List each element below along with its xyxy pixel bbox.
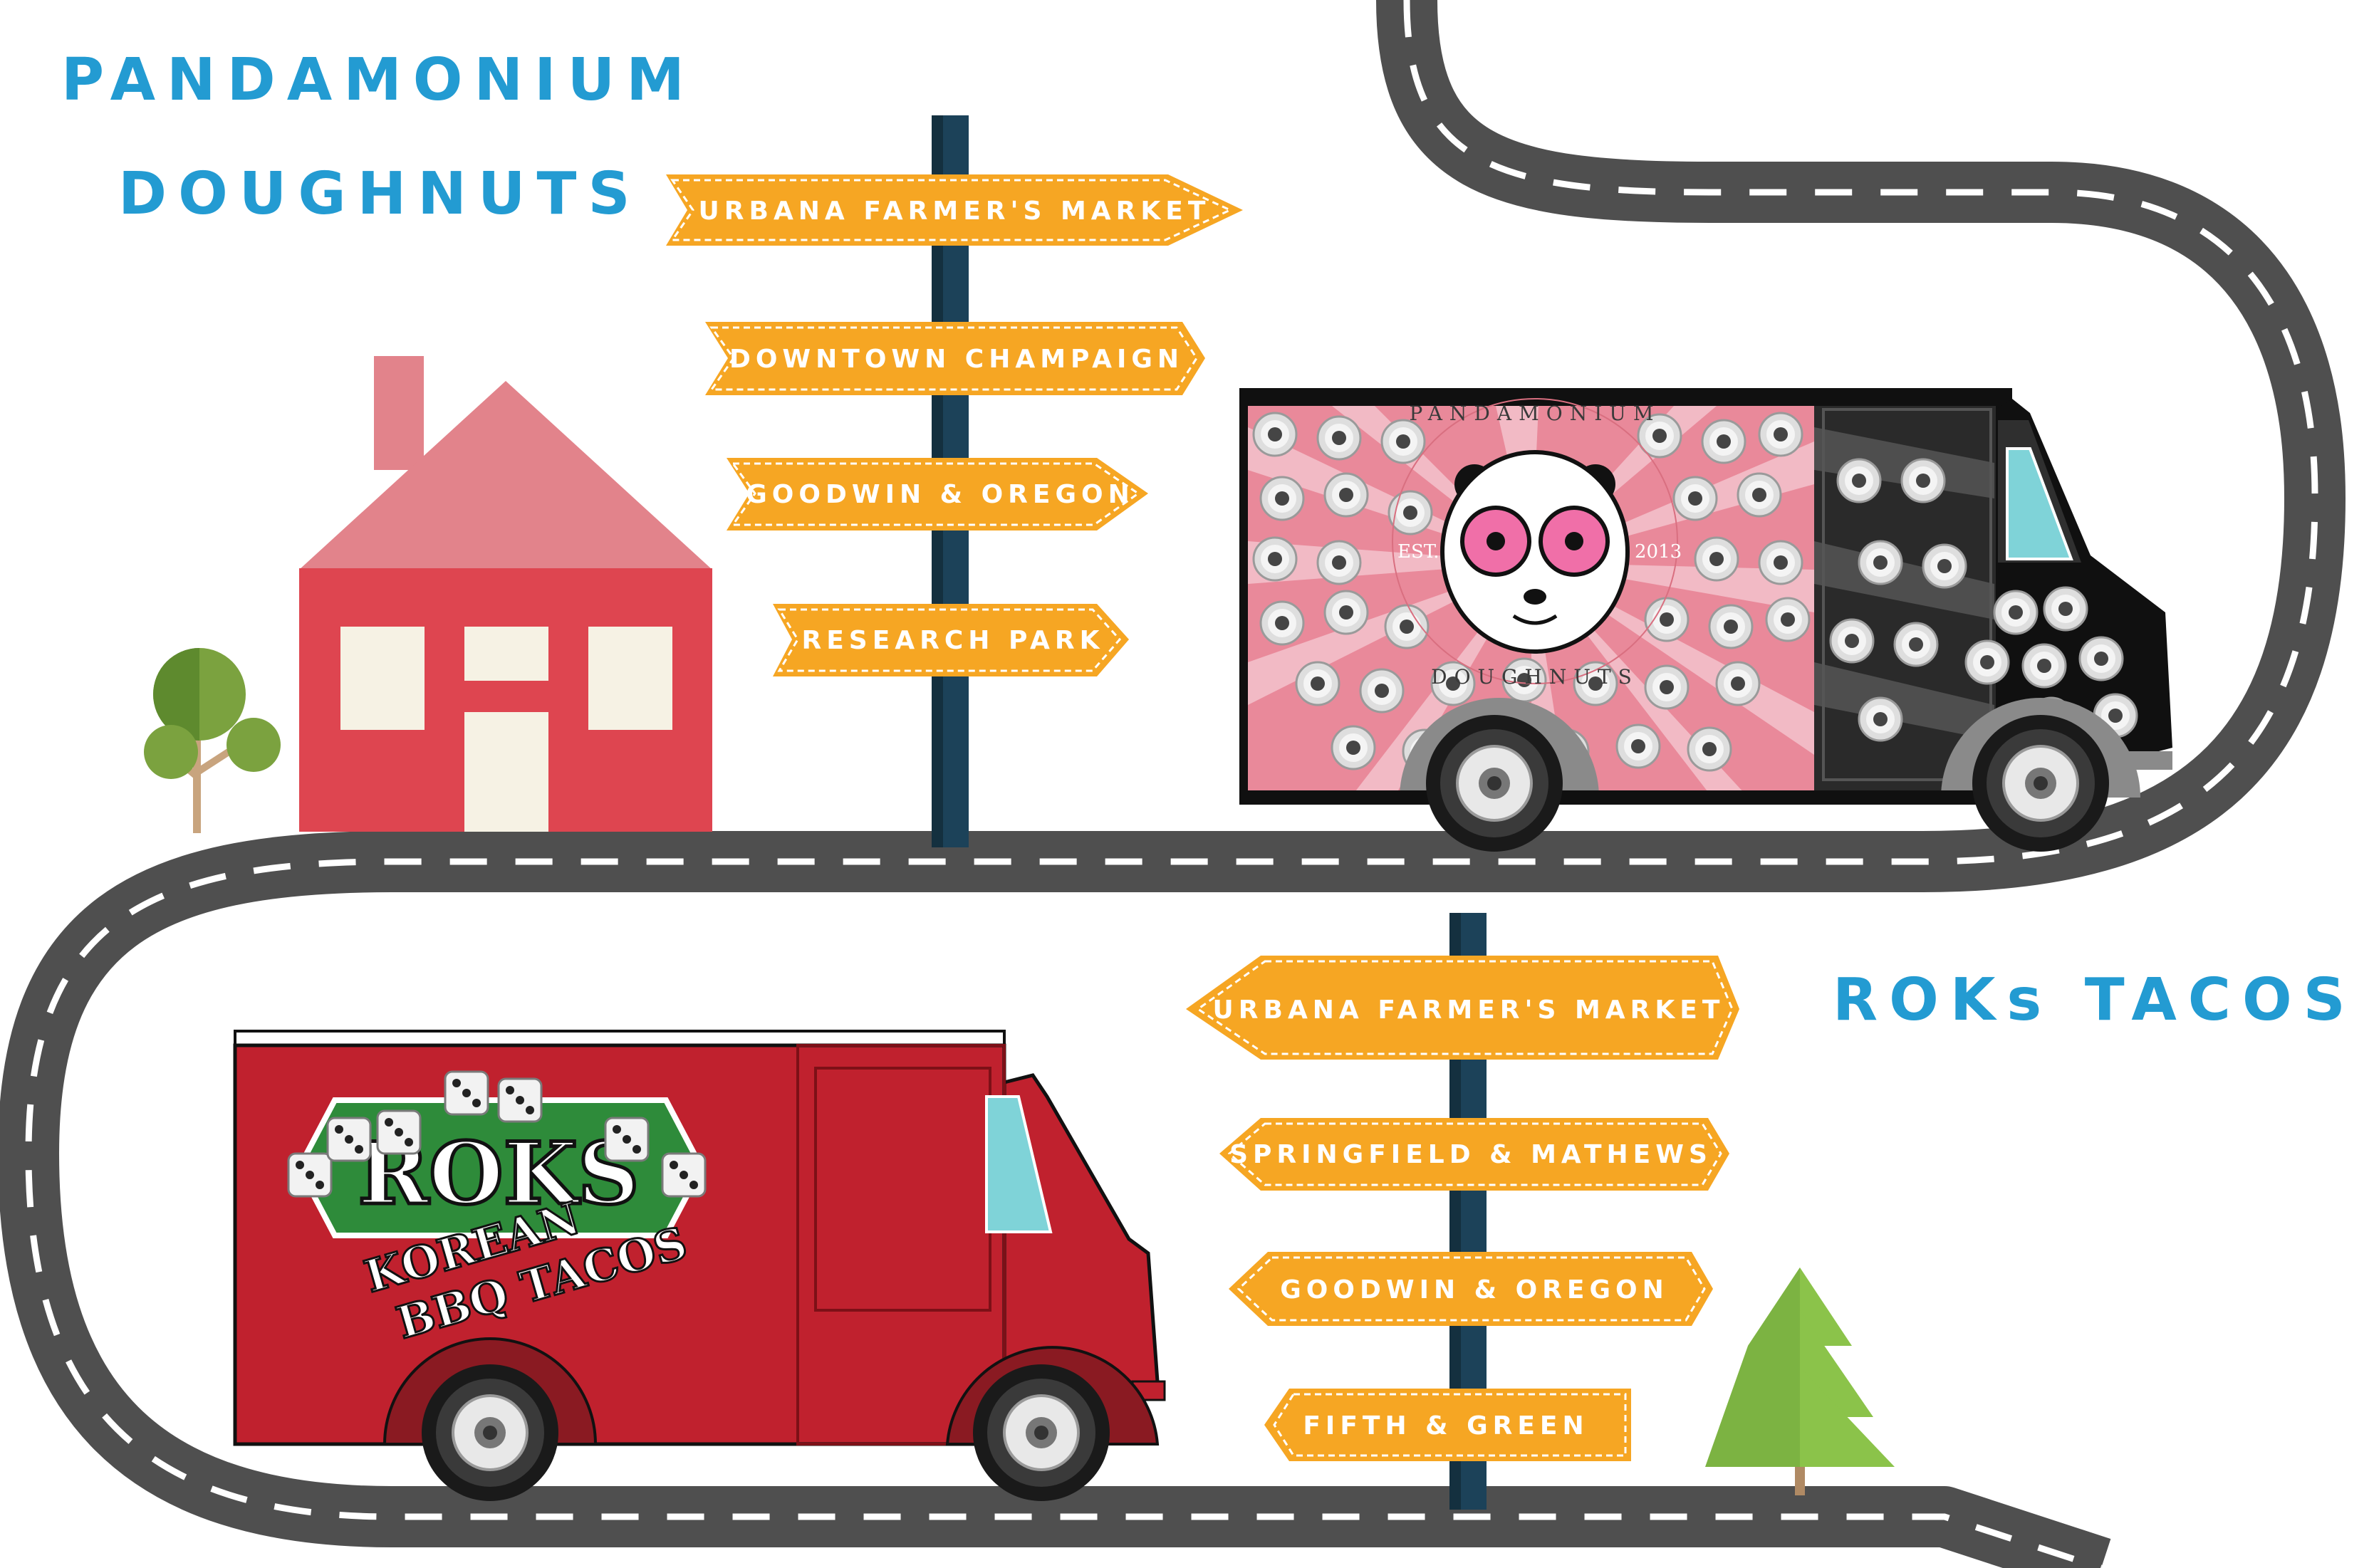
sign-springfield-mathews: SPRINGFIELD & MATHEWS	[1219, 1118, 1729, 1191]
house-icon	[299, 356, 712, 832]
sign-label: URBANA FARMER'S MARKET	[699, 197, 1211, 226]
sign-urbana-market-bottom: URBANA FARMER'S MARKET	[1186, 956, 1739, 1060]
sign-fifth-green: FIFTH & GREEN	[1264, 1389, 1631, 1461]
logo-ring-top: PANDAMONIUM	[1409, 402, 1660, 425]
roks-tacos-title: ROKs TACOS	[1833, 966, 2357, 1034]
panda-icon: PANDAMONIUM DOUGHNUTS EST. 2013	[1392, 398, 1682, 689]
pandamonium-title-line2: DOUGHNUTS	[118, 160, 642, 228]
tree-icon	[144, 648, 281, 833]
pandamonium-title-line1: PANDAMONIUM	[61, 46, 696, 114]
signpost-top: URBANA FARMER'S MARKET DOWNTOWN CHAMPAIG…	[666, 115, 1243, 847]
sign-urbana-market-top: URBANA FARMER'S MARKET	[666, 174, 1243, 246]
sign-label: DOWNTOWN CHAMPAIGN	[729, 345, 1184, 374]
logo-ring-bottom: DOUGHNUTS	[1431, 665, 1639, 689]
sign-goodwin-oregon-top: GOODWIN & OREGON	[727, 458, 1148, 530]
sign-label: GOODWIN & OREGON	[1280, 1275, 1669, 1305]
sign-label: FIFTH & GREEN	[1303, 1411, 1588, 1441]
sign-label: GOODWIN & OREGON	[746, 480, 1135, 509]
pine-tree-icon	[1705, 1268, 1895, 1495]
sign-label: SPRINGFIELD & MATHEWS	[1229, 1140, 1712, 1169]
road-lane-markings	[25, 0, 2318, 1568]
sign-downtown-champaign: DOWNTOWN CHAMPAIGN	[705, 322, 1205, 395]
pandamonium-food-truck: PANDAMONIUM DOUGHNUTS EST. 2013	[1239, 388, 2172, 853]
sign-goodwin-oregon-bottom: GOODWIN & OREGON	[1229, 1252, 1713, 1326]
logo-year: 2013	[1635, 541, 1682, 563]
signpost-bottom: URBANA FARMER'S MARKET SPRINGFIELD & MAT…	[1186, 913, 1739, 1510]
sign-label: URBANA FARMER'S MARKET	[1213, 995, 1725, 1025]
sign-research-park: RESEARCH PARK	[773, 604, 1129, 676]
roks-food-truck: ROKS KOREAN BBQ TACOS	[233, 1030, 1166, 1502]
logo-est: EST.	[1397, 541, 1440, 563]
sign-label: RESEARCH PARK	[801, 626, 1104, 655]
